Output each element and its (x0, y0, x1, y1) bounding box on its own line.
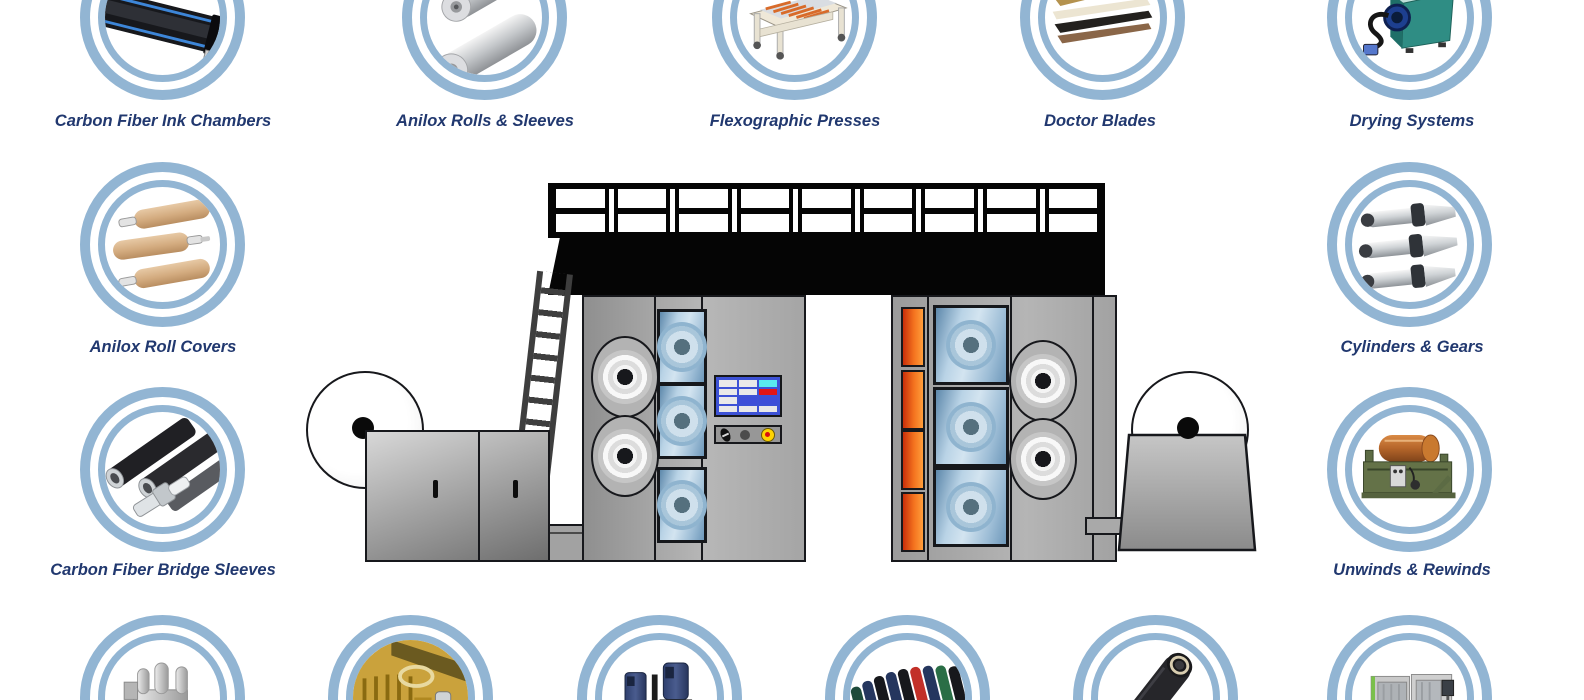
cabinet-machines-photo (1370, 674, 1455, 700)
press-walkway-railing (548, 183, 1105, 238)
heater-bar (901, 430, 925, 490)
category-anilox-roll-covers[interactable] (80, 162, 245, 327)
anilox-rolls-photo (434, 0, 537, 75)
category-label[interactable]: Drying Systems (1349, 112, 1475, 130)
impression-roller (591, 336, 659, 418)
print-deck (657, 467, 707, 543)
screen-cell (719, 397, 737, 404)
screen-cell (759, 397, 777, 404)
press-platform (548, 237, 1105, 295)
heater-bar (901, 370, 925, 430)
category-label[interactable]: Unwinds & Rewinds (1333, 561, 1491, 579)
unwind-machine-photo (1361, 434, 1456, 499)
category-carbon-fiber-bridge-sleeves[interactable] (80, 387, 245, 552)
print-deck (657, 309, 707, 385)
category-cylinders-gears[interactable] (1327, 162, 1492, 327)
cabinet-handle-right (513, 480, 518, 498)
control-buttons (714, 425, 782, 444)
impression-roller (1009, 418, 1077, 500)
category-label[interactable]: Anilox Rolls & Sleeves (396, 112, 574, 130)
rewind-roll-hub (1177, 417, 1199, 439)
screen-cell (739, 397, 757, 404)
roll-covers-photo (113, 199, 211, 289)
category-flexographic-presses[interactable] (712, 0, 877, 100)
category-unwinds-rewinds[interactable] (1327, 387, 1492, 552)
screen-cell (719, 380, 737, 387)
screen-cell (759, 380, 777, 387)
cylinders-photo (1358, 203, 1458, 289)
print-deck (933, 467, 1009, 547)
print-station-right (891, 295, 1117, 562)
doctor-blades-photo (1052, 0, 1153, 44)
screen-cell (719, 388, 737, 395)
print-deck (933, 305, 1009, 385)
screen-cell (759, 405, 777, 412)
heater-bar (901, 492, 925, 552)
cabinet-door-divider (478, 432, 480, 560)
screen-cell (739, 388, 757, 395)
colored-sleeves-photo (850, 665, 965, 700)
cabinet-handle-left (433, 480, 438, 498)
heater-bar (901, 307, 925, 367)
round-button-icon (740, 429, 751, 440)
category-label[interactable]: Carbon Fiber Bridge Sleeves (50, 561, 276, 579)
dryer-unit-photo (1363, 0, 1454, 56)
category-label[interactable]: Flexographic Presses (709, 112, 881, 130)
flexo-press-photo (749, 0, 848, 60)
category-anilox-rolls-sleeves[interactable] (402, 0, 567, 100)
rewind-stand (1117, 433, 1257, 552)
stainless-pump-photo (123, 662, 188, 700)
category-label[interactable]: Cylinders & Gears (1340, 338, 1484, 356)
screen-cell (739, 405, 757, 412)
screen-cell (759, 388, 777, 395)
black-sleeve-photo (1116, 652, 1193, 700)
control-screen (714, 375, 782, 417)
print-station-left (582, 295, 806, 562)
print-deck (933, 387, 1009, 467)
key-switch-icon (718, 426, 733, 443)
unwind-cabinet (365, 430, 550, 562)
emergency-stop-icon (760, 427, 775, 442)
golden-machine-photo (353, 640, 468, 700)
print-deck (657, 383, 707, 459)
impression-roller (591, 415, 659, 497)
impression-roller (1009, 340, 1077, 422)
ink-chamber-photo (105, 0, 220, 63)
ink-pumps-photo (624, 662, 693, 700)
category-label[interactable]: Anilox Roll Covers (89, 338, 237, 356)
bridge-sleeves-photo (105, 418, 220, 517)
screen-cell (719, 405, 737, 412)
screen-cell (739, 380, 757, 387)
category-label[interactable]: Doctor Blades (1044, 112, 1156, 130)
category-label[interactable]: Carbon Fiber Ink Chambers (54, 112, 272, 130)
